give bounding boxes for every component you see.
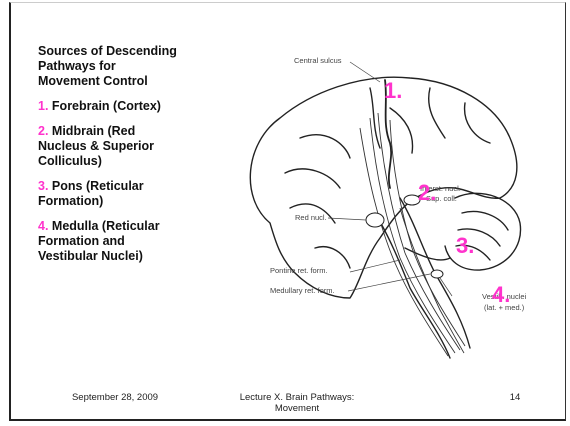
list-item-forebrain: 1. Forebrain (Cortex) — [38, 99, 178, 114]
footer-date: September 28, 2009 — [55, 392, 175, 403]
list-item-number: 4. — [38, 219, 48, 233]
footer-page-number: 14 — [500, 392, 530, 403]
cortex-outline — [250, 77, 517, 298]
red-nucleus-shape — [366, 213, 384, 227]
list-item-label: Pons (Reticular Formation) — [38, 179, 144, 208]
label-medullary-ret-form: Medullary ret. form. — [270, 286, 335, 295]
list-item-number: 2. — [38, 124, 48, 138]
callout-1: 1. — [384, 78, 402, 104]
list-item-midbrain: 2. Midbrain (Red Nucleus & Superior Coll… — [38, 124, 178, 169]
label-pontine-ret-form: Pontine ret. form. — [270, 266, 328, 275]
label-central-sulcus: Central sulcus — [294, 56, 342, 65]
callout-4: 4. — [492, 282, 510, 308]
list-item-number: 1. — [38, 99, 48, 113]
sidebar: Sources of Descending Pathways for Movem… — [38, 44, 178, 274]
list-item-number: 3. — [38, 179, 48, 193]
label-red-nucleus: Red nucl. — [295, 213, 327, 222]
callout-2: 2. — [418, 180, 436, 206]
list-item-pons: 3. Pons (Reticular Formation) — [38, 179, 178, 209]
brain-drawing — [200, 48, 550, 378]
list-item-medulla: 4. Medulla (Reticular Formation and Vest… — [38, 219, 178, 264]
list-item-label: Medulla (Reticular Formation and Vestibu… — [38, 219, 160, 263]
list-item-label: Midbrain (Red Nucleus & Superior Collicu… — [38, 124, 154, 168]
brainstem-outline — [375, 198, 470, 358]
footer-title: Lecture X. Brain Pathways: Movement — [222, 392, 372, 414]
vestibular-nucleus-shape — [431, 270, 443, 278]
list-item-label: Forebrain (Cortex) — [52, 99, 161, 113]
brain-diagram: Central sulcus Interst. nucl. Sup. coll.… — [200, 48, 550, 378]
callout-3: 3. — [456, 233, 474, 259]
slide-heading: Sources of Descending Pathways for Movem… — [38, 44, 178, 89]
